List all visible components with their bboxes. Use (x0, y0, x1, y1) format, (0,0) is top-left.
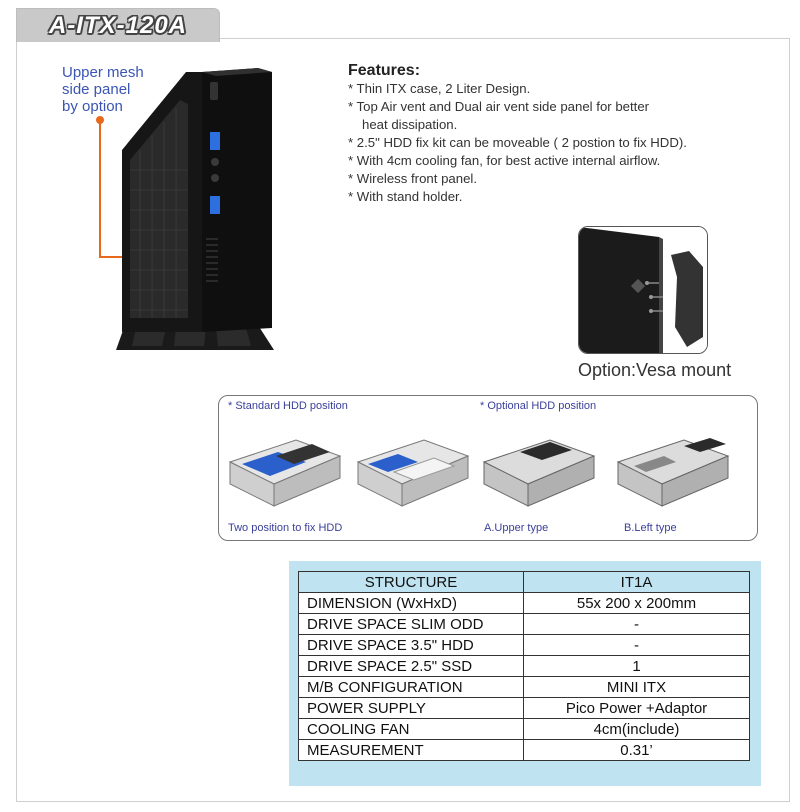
spec-header-row: STRUCTURE IT1A (298, 571, 750, 593)
hdd-upper-type-image (482, 439, 596, 507)
left-type-label: B.Left type (624, 522, 677, 534)
mesh-panel-label: Upper mesh side panel by option (62, 64, 182, 115)
spec-value: 0.31’ (523, 739, 750, 761)
standard-hdd-label: * Standard HDD position (228, 400, 348, 412)
spec-header-structure: STRUCTURE (298, 571, 524, 593)
spec-value: MINI ITX (523, 676, 750, 698)
features-list: * Thin ITX case, 2 Liter Design. * Top A… (348, 80, 778, 206)
spec-value: Pico Power +Adaptor (523, 697, 750, 719)
spec-row: DIMENSION (WxHxD) 55x 200 x 200mm (298, 592, 750, 614)
hdd-standard-image-1 (228, 439, 342, 507)
feature-item: * Thin ITX case, 2 Liter Design. (348, 81, 531, 96)
spec-row: M/B CONFIGURATION MINI ITX (298, 676, 750, 698)
spec-key: MEASUREMENT (298, 739, 524, 761)
feature-item: * Wireless front panel. (348, 171, 477, 186)
vesa-caption: Option:Vesa mount (578, 360, 732, 380)
optional-hdd-label: * Optional HDD position (480, 400, 597, 412)
spec-header-model: IT1A (523, 571, 750, 593)
mesh-label-line-2: side panel (62, 81, 131, 98)
spec-value: 55x 200 x 200mm (523, 592, 750, 614)
feature-item: * 2.5" HDD fix kit can be moveable ( 2 p… (348, 135, 687, 150)
spec-key: DRIVE SPACE 2.5" SSD (298, 655, 524, 677)
mesh-label-line-1: Upper mesh (62, 64, 144, 81)
mesh-label-line-3: by option (62, 98, 123, 115)
spec-value: 1 (523, 655, 750, 677)
spec-key: DRIVE SPACE SLIM ODD (298, 613, 524, 635)
pc-case-image (116, 68, 274, 350)
feature-item: * Top Air vent and Dual air vent side pa… (348, 99, 650, 114)
feature-item: * With 4cm cooling fan, for best active … (348, 153, 661, 168)
spec-value: - (523, 613, 750, 635)
feature-item: heat dissipation. (362, 117, 458, 132)
spec-key: M/B CONFIGURATION (298, 676, 524, 698)
spec-row: MEASUREMENT 0.31’ (298, 739, 750, 761)
spec-key: POWER SUPPLY (298, 697, 524, 719)
hdd-positions-panel (218, 395, 758, 541)
product-title: A-ITX-120A (48, 12, 188, 39)
spec-value: 4cm(include) (523, 718, 750, 740)
features-heading: Features: (348, 62, 421, 79)
spec-key: COOLING FAN (298, 718, 524, 740)
spec-key: DRIVE SPACE 3.5" HDD (298, 634, 524, 656)
spec-key: DIMENSION (WxHxD) (298, 592, 524, 614)
page-frame (16, 38, 790, 802)
spec-row: POWER SUPPLY Pico Power +Adaptor (298, 697, 750, 719)
vesa-mount-image (578, 226, 708, 354)
spec-row: COOLING FAN 4cm(include) (298, 718, 750, 740)
title-tab: A-ITX-120A (16, 8, 220, 42)
spec-table: STRUCTURE IT1A DIMENSION (WxHxD) 55x 200… (298, 571, 750, 761)
features-block: Features: * Thin ITX case, 2 Liter Desig… (348, 62, 778, 206)
spec-row: DRIVE SPACE SLIM ODD - (298, 613, 750, 635)
spec-row: DRIVE SPACE 2.5" SSD 1 (298, 655, 750, 677)
feature-item: * With stand holder. (348, 189, 463, 204)
callout-line-vertical (99, 120, 101, 258)
spec-row: DRIVE SPACE 3.5" HDD - (298, 634, 750, 656)
spec-value: - (523, 634, 750, 656)
hdd-left-type-image (616, 438, 730, 507)
hdd-standard-image-2 (356, 439, 470, 507)
two-position-label: Two position to fix HDD (228, 522, 343, 534)
upper-type-label: A.Upper type (484, 522, 549, 534)
